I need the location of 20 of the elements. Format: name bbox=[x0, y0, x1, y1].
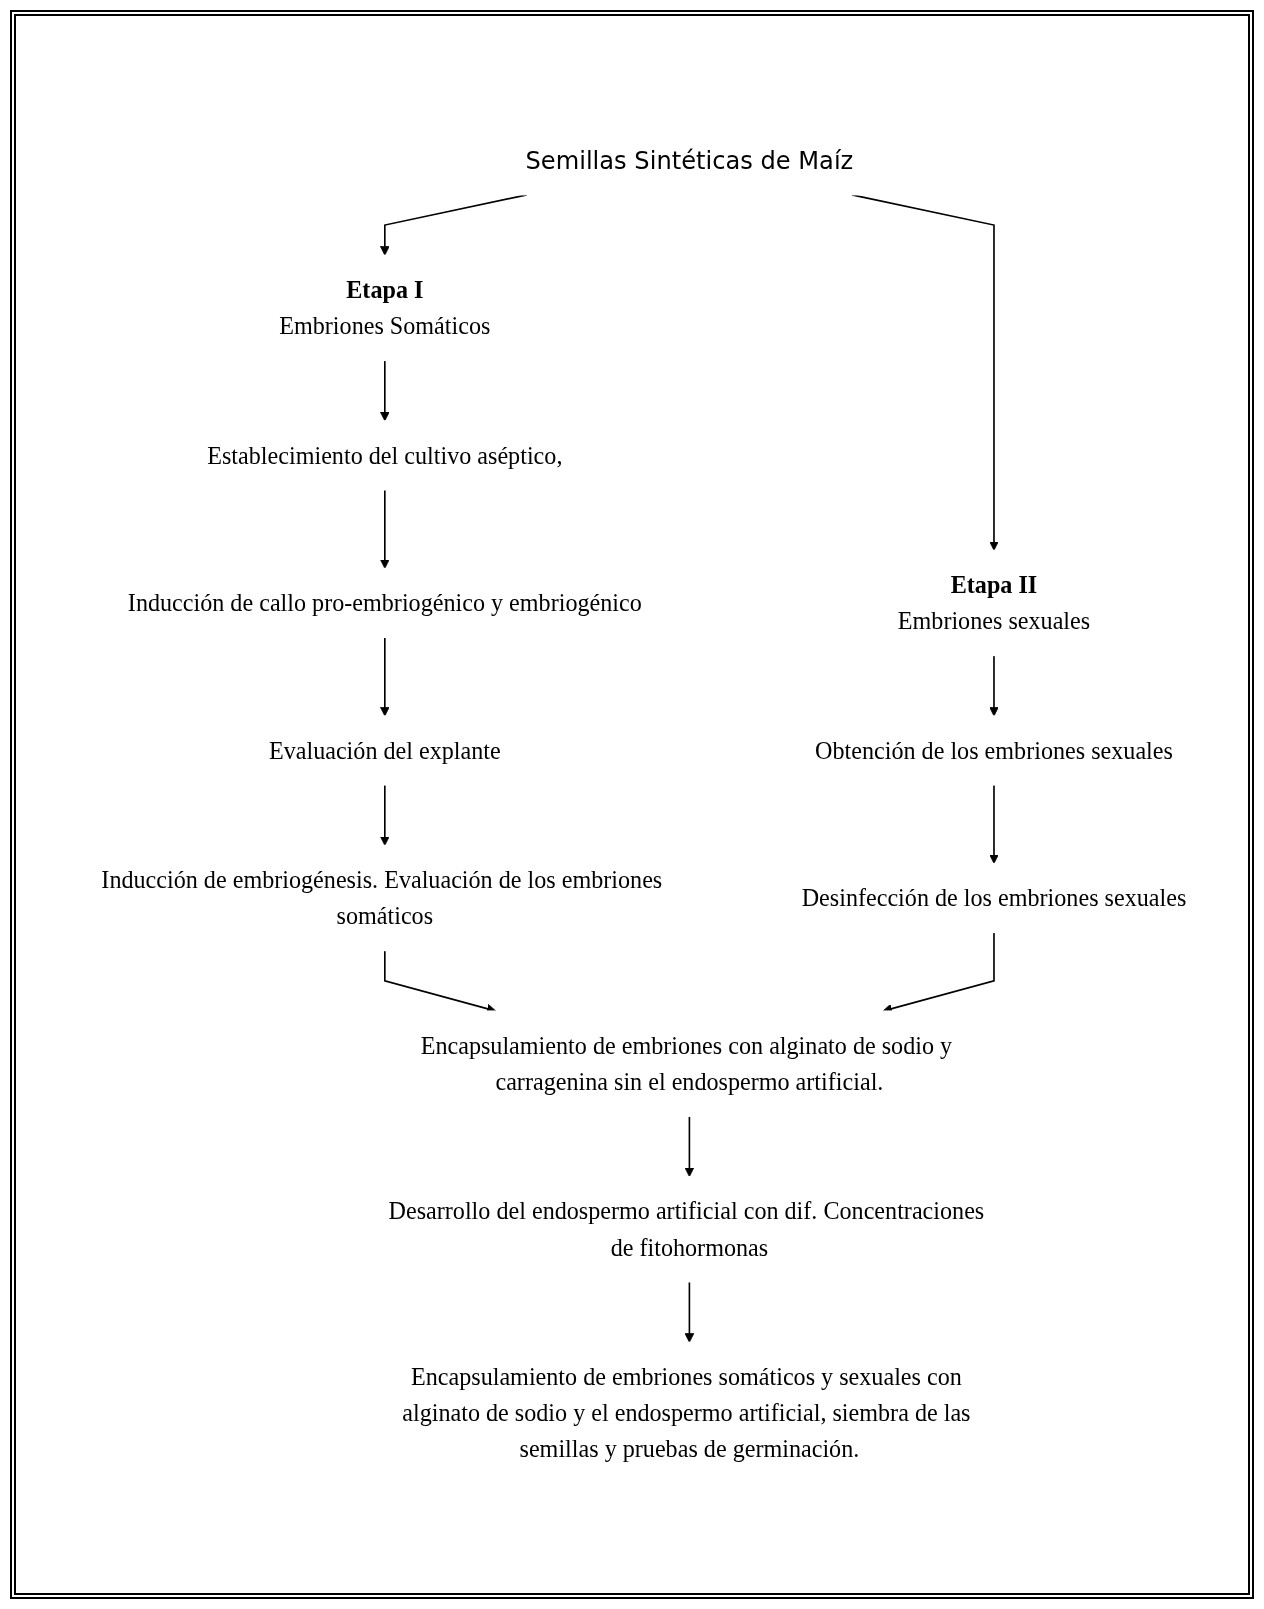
arrow bbox=[989, 783, 999, 864]
node-text: Etapa II Embriones sexuales bbox=[897, 570, 1091, 635]
node-text: Desarrollo del endospermo artificial con dif. Concentraciones de fitohormonas bbox=[388, 1197, 985, 1261]
node-text: Encapsulamiento de embriones somáticos y sexuales con alginato de sodio y el endospermo artificial, siembra de las semillas y pruebas de germinación. bbox=[402, 1362, 971, 1463]
arrow bbox=[380, 488, 390, 569]
arrow bbox=[380, 359, 390, 421]
node-text: Inducción de callo pro-embriogénico y embriogénico bbox=[127, 588, 642, 617]
arrow bbox=[989, 654, 999, 717]
node-text: Desinfección de los embriones sexuales bbox=[801, 884, 1187, 912]
node-text: Etapa I Embriones Somáticos bbox=[279, 275, 491, 340]
node-text: Evaluación del explante bbox=[268, 736, 501, 764]
arrow bbox=[380, 783, 390, 846]
node-text: Semillas Sintéticas de Maíz bbox=[525, 146, 854, 174]
arrow bbox=[380, 636, 390, 717]
node-text: Inducción de embriogénesis. Evaluación de los embriones somáticos bbox=[101, 865, 663, 930]
arrow bbox=[684, 1115, 695, 1177]
node-text: Encapsulamiento de embriones con alginato de sodio y carragenina sin el endospermo artificial. bbox=[420, 1031, 953, 1096]
arrow bbox=[684, 1280, 695, 1343]
node-text: Obtención de los embriones sexuales bbox=[815, 736, 1173, 764]
node-text: Establecimiento del cultivo aséptico, bbox=[207, 441, 563, 469]
